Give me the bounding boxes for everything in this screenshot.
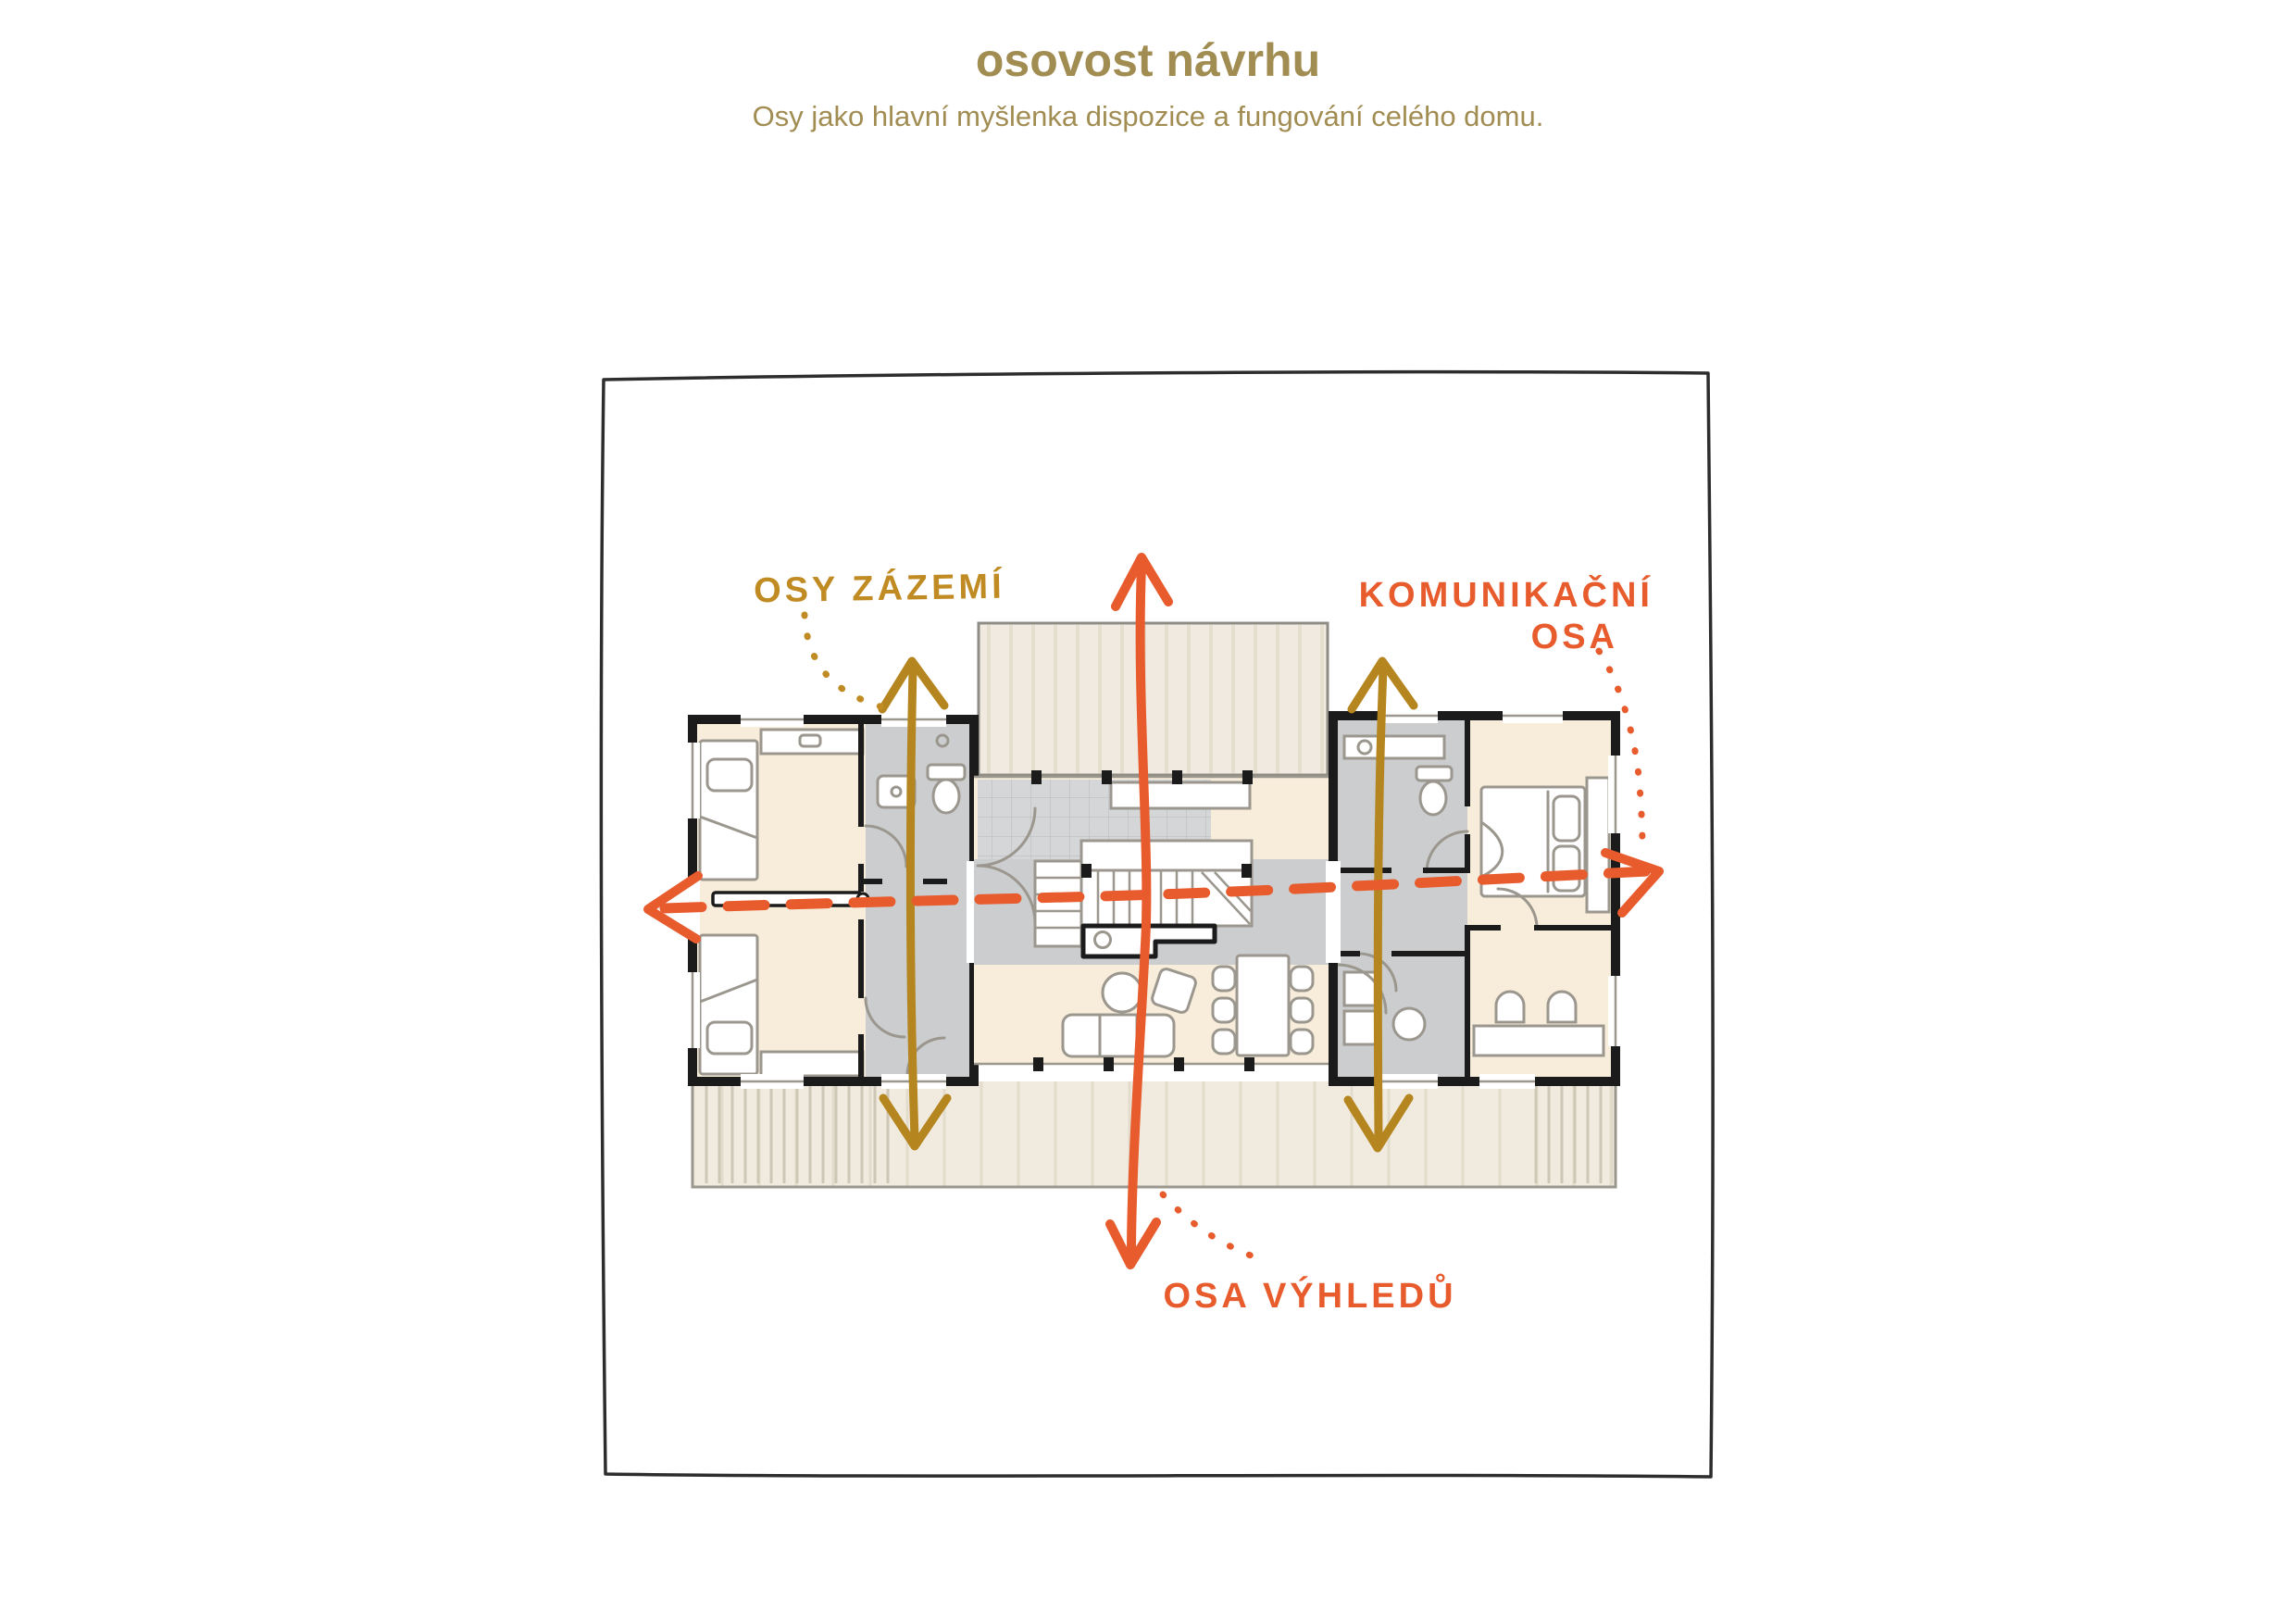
chair (1289, 1028, 1315, 1056)
entry-bench (1109, 781, 1252, 810)
door-arc (905, 1036, 946, 1077)
views-label-connector (1159, 1191, 1259, 1261)
office-desk (1472, 990, 1605, 1057)
facilities-axis-label: OSY ZÁZEMÍ (754, 566, 1005, 611)
chair (1211, 965, 1237, 993)
door-arc (1336, 963, 1388, 1015)
toilet-tank (926, 763, 967, 781)
chair (1494, 990, 1526, 1024)
sofa (1061, 1013, 1176, 1058)
basin (1391, 1006, 1427, 1042)
armchair (1151, 968, 1197, 1014)
structural-posts (1031, 770, 1254, 1071)
door-arc (976, 806, 1037, 925)
pillow (705, 757, 754, 793)
page-subtitle: Osy jako hlavní myšlenka dispozice a fun… (752, 100, 1544, 132)
facilities-axis-left-arrow (878, 656, 952, 1151)
door-arc (1425, 830, 1469, 874)
left-wing-furniture (698, 728, 967, 1078)
vanity (1342, 734, 1446, 760)
garage-block (977, 621, 1329, 777)
views-axis-arrow (1105, 553, 1173, 1269)
page-header: osovost návrhu Osy jako hlavní myšlenka … (0, 0, 2296, 133)
terrace-deck (691, 1081, 1617, 1189)
frame-border (599, 369, 1715, 1479)
blanket-line (698, 978, 759, 1004)
pillow (705, 1020, 754, 1056)
toilet (1418, 780, 1448, 817)
drain (935, 733, 950, 748)
communication-axis-label-line1: KOMUNIKAČNÍ (1359, 573, 1653, 615)
toilet (931, 778, 961, 815)
blanket-line (698, 815, 759, 840)
chair (1211, 996, 1237, 1024)
facilities-label-connector (801, 611, 894, 713)
door-arc (1496, 887, 1539, 930)
pillow (1552, 844, 1581, 893)
wardrobe (1585, 776, 1611, 914)
pillow (1552, 794, 1581, 843)
terrace-stripes-left (696, 1085, 892, 1183)
center-living (974, 770, 1333, 1071)
wardrobe-bottom (759, 1050, 865, 1078)
door-arc (864, 824, 908, 868)
terrace-stripes-right (1529, 1085, 1613, 1183)
dining-table (1211, 954, 1315, 1057)
facilities-axis-right-arrow (1343, 656, 1418, 1153)
communication-axis-arrow (643, 848, 1664, 943)
coffee-table (1101, 971, 1143, 1014)
toilet-tank (1415, 765, 1454, 782)
chair (1211, 1028, 1237, 1056)
door-arc (1357, 952, 1398, 993)
chair (1289, 965, 1315, 993)
door-arc (864, 996, 906, 1039)
double-bed (1479, 785, 1587, 898)
communication-axis-label-line2: OSA (1531, 618, 1618, 656)
views-axis-label: OSA VÝHLEDŮ (1163, 1272, 1456, 1316)
left-hall-floor (866, 880, 969, 1077)
chair (1546, 990, 1578, 1024)
page-title: osovost návrhu (975, 34, 1321, 86)
chair (1289, 996, 1315, 1024)
